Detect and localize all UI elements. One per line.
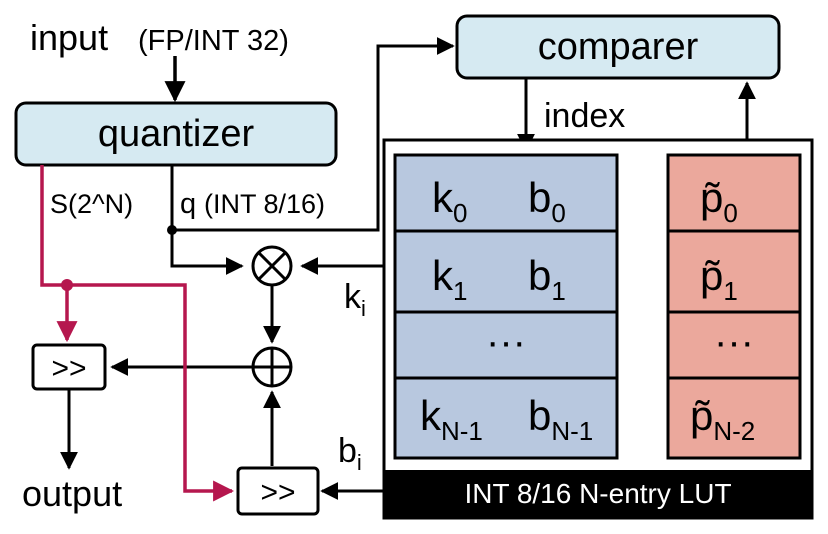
shift-box-bottom	[236, 466, 320, 516]
input-type-label: (FP/INT 32)	[138, 25, 289, 57]
lut-k-n-1: kN-1	[420, 392, 483, 446]
output-label: output	[22, 473, 122, 514]
input-label: input	[30, 17, 108, 58]
shift-bottom-label: >>	[260, 476, 295, 509]
lut-ellipsis: ···	[486, 320, 526, 364]
lut-b-1: b1	[528, 252, 566, 306]
lut-caption: INT 8/16 N-entry LUT	[464, 478, 731, 509]
q-type-label: (INT 8/16)	[204, 189, 325, 219]
q-to-multiplier-line	[170, 230, 244, 275]
q-to-comparer-line	[170, 37, 455, 232]
lut-b-n-1: bN-1	[528, 392, 593, 446]
comparer-label: comparer	[538, 26, 699, 68]
lut-caption-bar	[384, 470, 812, 518]
p-1: p̃1	[700, 252, 738, 306]
ki-label: ki	[344, 278, 366, 321]
lut-k-1: k1	[432, 252, 467, 306]
p-table	[666, 153, 802, 460]
p-n-2: p̃N-2	[690, 392, 755, 446]
shift-left-label: >>	[51, 352, 86, 385]
lut-b-0: b0	[528, 174, 566, 228]
lut-k-0: k0	[432, 174, 467, 228]
multiplier-cross	[257, 251, 287, 281]
scale-to-shift-bottom-line	[40, 165, 235, 502]
quantizer-label: quantizer	[98, 113, 255, 155]
comparer-box	[455, 14, 781, 80]
kb-table	[393, 153, 619, 460]
p-ellipsis: ···	[714, 320, 754, 364]
q-label: q	[180, 188, 196, 220]
scale-label: S(2^N)	[50, 189, 133, 219]
quantizer-box	[14, 101, 338, 167]
p-0: p̃0	[700, 174, 738, 228]
index-label: index	[544, 97, 625, 135]
bi-label: bi	[338, 432, 362, 475]
